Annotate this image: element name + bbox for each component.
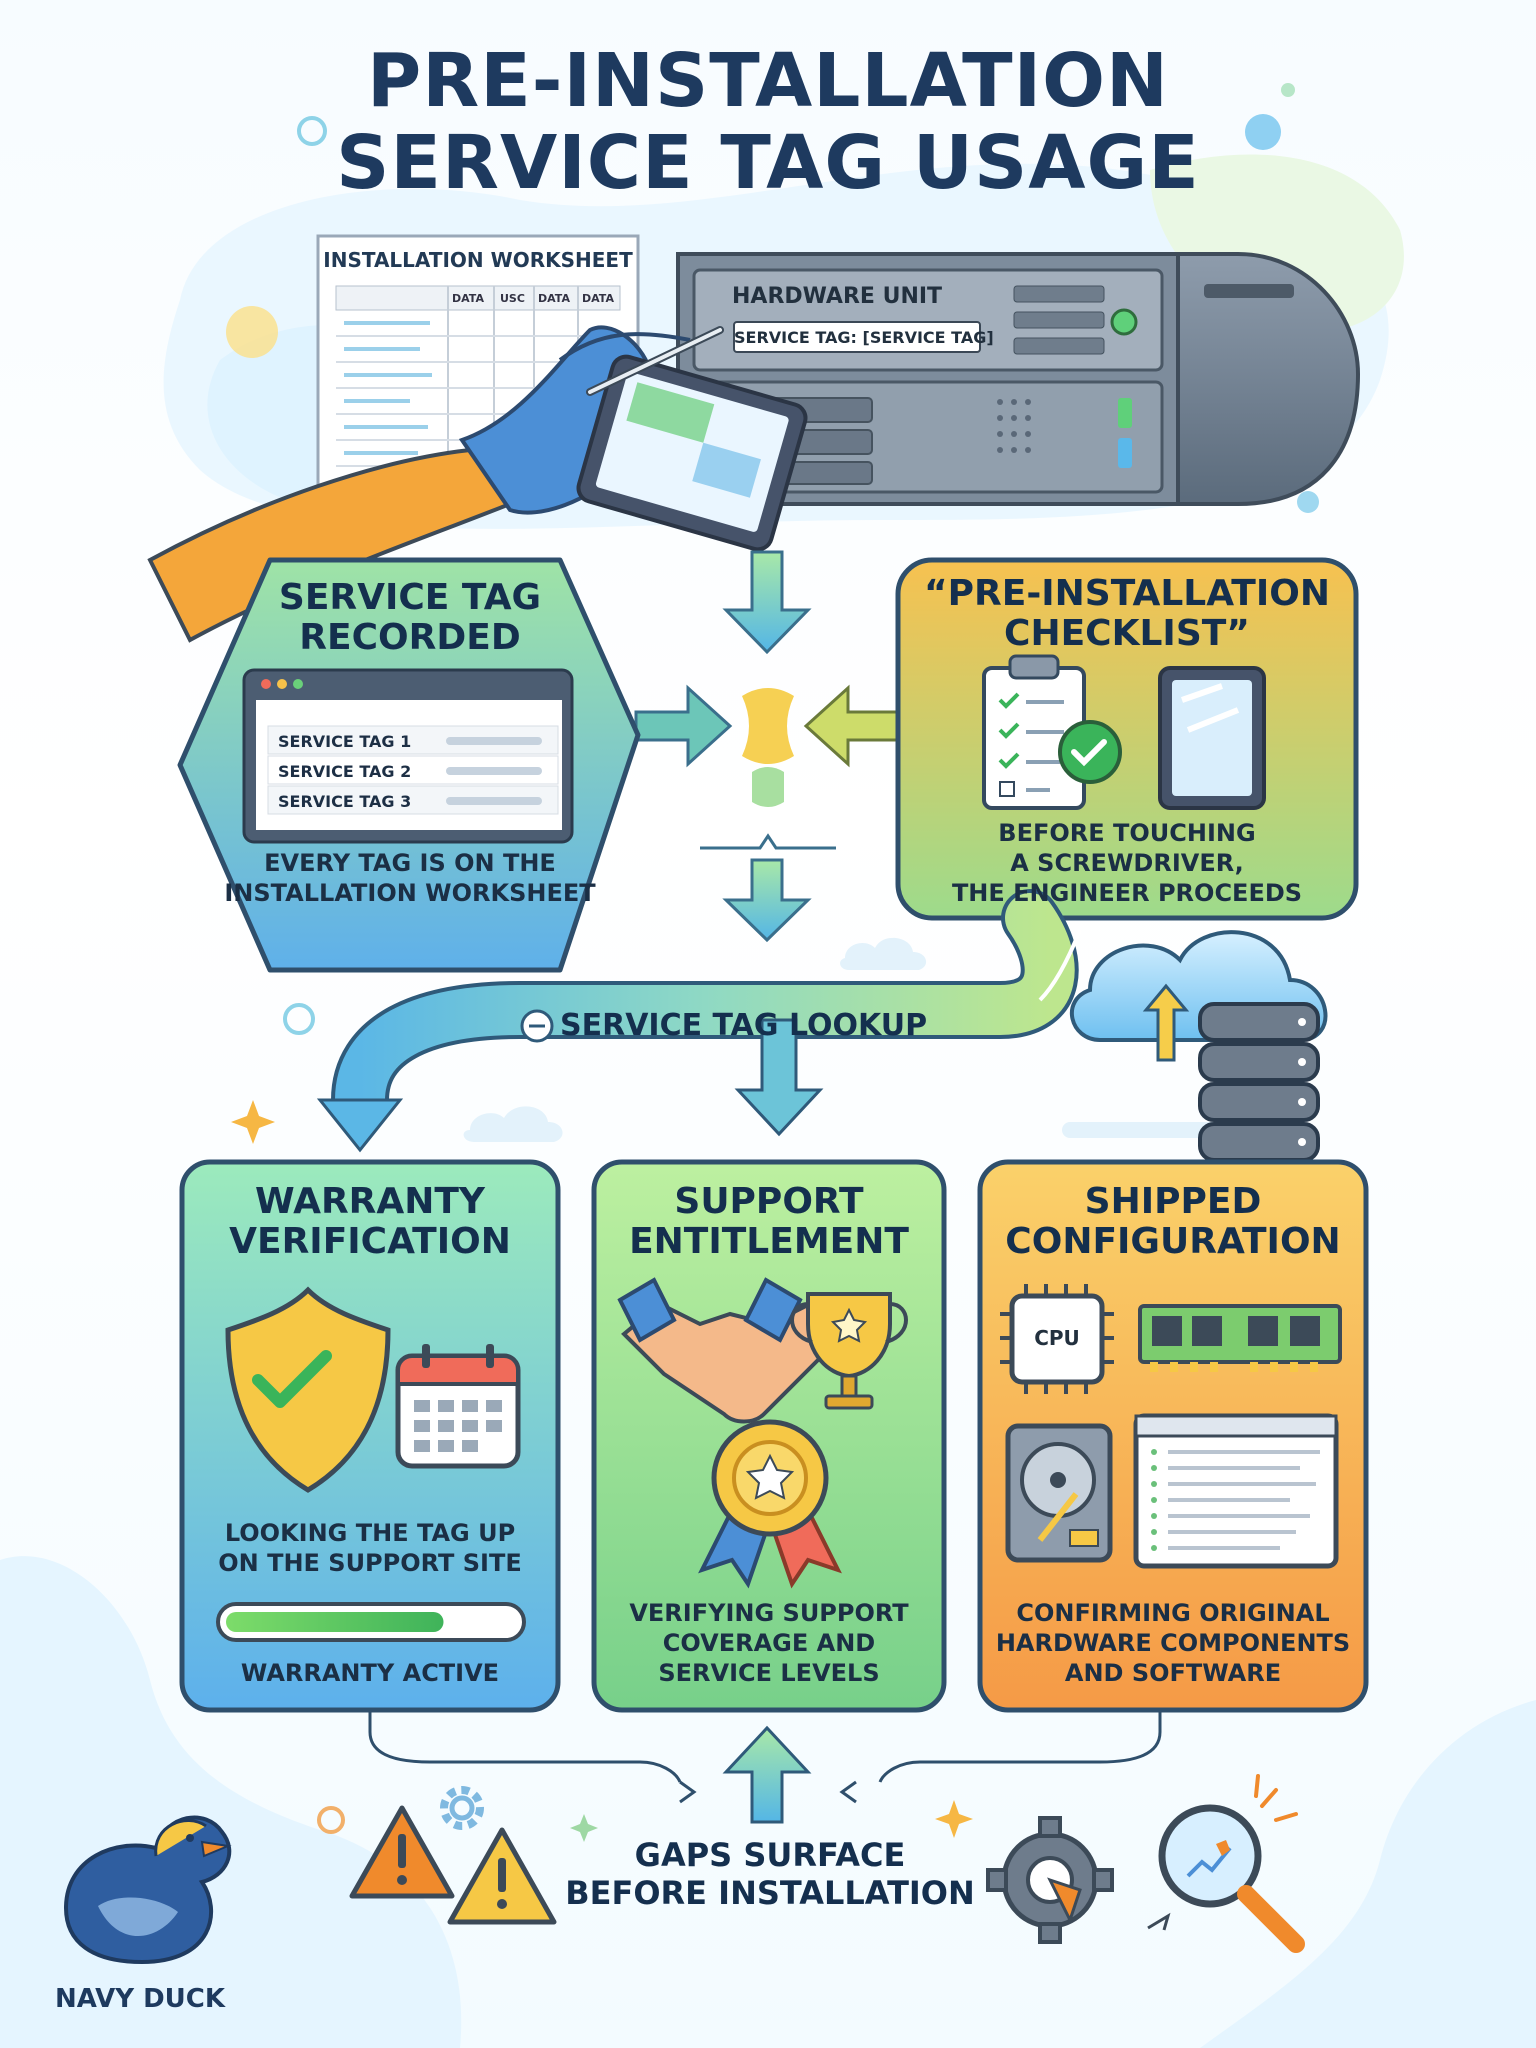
- worksheet-col-4: DATA: [582, 292, 614, 305]
- checklist-box: [895, 557, 1359, 921]
- trophy-icon: [790, 1292, 908, 1410]
- up-arrow-icon: [722, 1725, 812, 1824]
- worksheet-title: INSTALLATION WORKSHEET: [323, 248, 633, 272]
- magnifier-icon: [1147, 1774, 1305, 1953]
- warranty-progress-bar: [216, 1602, 526, 1642]
- recorded-title-line2: RECORDED: [299, 617, 521, 658]
- brand-name: NAVY DUCK: [54, 1984, 226, 2014]
- worksheet-col-1: DATA: [452, 292, 484, 305]
- title-line1: PRE-INSTALLATION: [367, 38, 1169, 124]
- shield-check-icon: [225, 1286, 391, 1493]
- lookup-label: SERVICE TAG LOOKUP: [560, 1008, 928, 1043]
- warranty-caption: LOOKING THE TAG UP ON THE SUPPORT SITE: [182, 1518, 558, 1578]
- hardware-unit-label: HARDWARE UNIT: [732, 284, 943, 309]
- support-caption-line2: COVERAGE AND: [662, 1629, 876, 1657]
- connector-lines: [368, 1712, 1162, 1783]
- worksheet-col-2: USC: [500, 292, 525, 305]
- gaps-message: GAPS SURFACE BEFORE INSTALLATION: [560, 1836, 980, 1912]
- support-caption-line1: VERIFYING SUPPORT: [629, 1599, 909, 1627]
- cpu-label: CPU: [1034, 1326, 1080, 1350]
- cloud-database-icon: [1070, 930, 1328, 1162]
- service-tag-label: SERVICE TAG: [SERVICE TAG]: [734, 328, 994, 347]
- shipped-title-line2: CONFIGURATION: [1005, 1221, 1341, 1262]
- recorded-title-line1: SERVICE TAG: [278, 577, 542, 618]
- recorded-row-3: SERVICE TAG 3: [278, 792, 412, 811]
- support-title: SUPPORT ENTITLEMENT: [594, 1182, 944, 1262]
- worksheet-col-3: DATA: [538, 292, 570, 305]
- calendar-icon: [395, 1344, 521, 1469]
- award-badge-icon: [698, 1419, 842, 1589]
- support-title-line2: ENTITLEMENT: [629, 1221, 909, 1262]
- support-caption-line3: SERVICE LEVELS: [658, 1659, 880, 1687]
- warranty-status: WARRANTY ACTIVE: [240, 1659, 500, 1687]
- shipped-caption-line1: CONFIRMING ORIGINAL: [1016, 1599, 1330, 1627]
- shipped-caption-line3: AND SOFTWARE: [1064, 1659, 1282, 1687]
- recorded-caption: EVERY TAG IS ON THE INSTALLATION WORKSHE…: [200, 848, 620, 908]
- warning-icon: [349, 1805, 557, 1925]
- checklist-title-line1: “PRE-INSTALLATION: [923, 573, 1330, 614]
- flow-arrows: [634, 550, 902, 943]
- warranty-caption-line1: LOOKING THE TAG UP: [224, 1519, 516, 1547]
- shipped-title-line1: SHIPPED: [1084, 1181, 1262, 1222]
- recorded-row-2: SERVICE TAG 2: [278, 762, 412, 781]
- warranty-box: [179, 1159, 561, 1713]
- ram-module-icon: [1138, 1304, 1342, 1372]
- gaps-line1: GAPS SURFACE: [634, 1836, 906, 1874]
- recorded-caption-line2: INSTALLATION WORKSHEET: [224, 879, 596, 907]
- software-window-icon: [1133, 1413, 1339, 1569]
- warranty-title-line1: WARRANTY: [254, 1181, 485, 1222]
- checklist-caption: BEFORE TOUCHING A SCREWDRIVER, THE ENGIN…: [898, 818, 1356, 908]
- checklist-caption-line1: BEFORE TOUCHING: [998, 819, 1256, 847]
- recorded-title: SERVICE TAG RECORDED: [210, 578, 610, 658]
- duck-logo-icon: [63, 1815, 232, 1965]
- shipped-caption: CONFIRMING ORIGINAL HARDWARE COMPONENTS …: [980, 1598, 1366, 1688]
- handshake-icon: [617, 1277, 847, 1424]
- warranty-title: WARRANTY VERIFICATION: [182, 1182, 558, 1262]
- shipped-title: SHIPPED CONFIGURATION: [980, 1182, 1366, 1262]
- recorded-caption-line1: EVERY TAG IS ON THE: [264, 849, 556, 877]
- hard-drive-icon: [1005, 1423, 1113, 1563]
- hand-tablet-graphic: [147, 325, 808, 643]
- support-title-line1: SUPPORT: [674, 1181, 864, 1222]
- small-gear-icon: [440, 1786, 484, 1830]
- title-line2: SERVICE TAG USAGE: [336, 120, 1200, 206]
- page-title: PRE-INSTALLATION SERVICE TAG USAGE: [0, 40, 1536, 204]
- warranty-caption-line2: ON THE SUPPORT SITE: [218, 1549, 522, 1577]
- lookup-flow: [316, 889, 1082, 1153]
- checklist-title: “PRE-INSTALLATION CHECKLIST”: [898, 574, 1356, 654]
- shipped-caption-line2: HARDWARE COMPONENTS: [995, 1629, 1351, 1657]
- checklist-caption-line2: A SCREWDRIVER,: [1010, 849, 1244, 877]
- checklist-title-line2: CHECKLIST”: [1004, 613, 1250, 654]
- cpu-chip-icon: [1000, 1284, 1114, 1394]
- warranty-title-line2: VERIFICATION: [229, 1221, 511, 1262]
- gear-icon: [986, 1816, 1114, 1944]
- support-caption: VERIFYING SUPPORT COVERAGE AND SERVICE L…: [594, 1598, 944, 1688]
- recorded-row-1: SERVICE TAG 1: [278, 732, 412, 751]
- checklist-caption-line3: THE ENGINEER PROCEEDS: [951, 879, 1303, 907]
- recorded-box: [177, 557, 641, 973]
- gaps-line2: BEFORE INSTALLATION: [565, 1874, 975, 1912]
